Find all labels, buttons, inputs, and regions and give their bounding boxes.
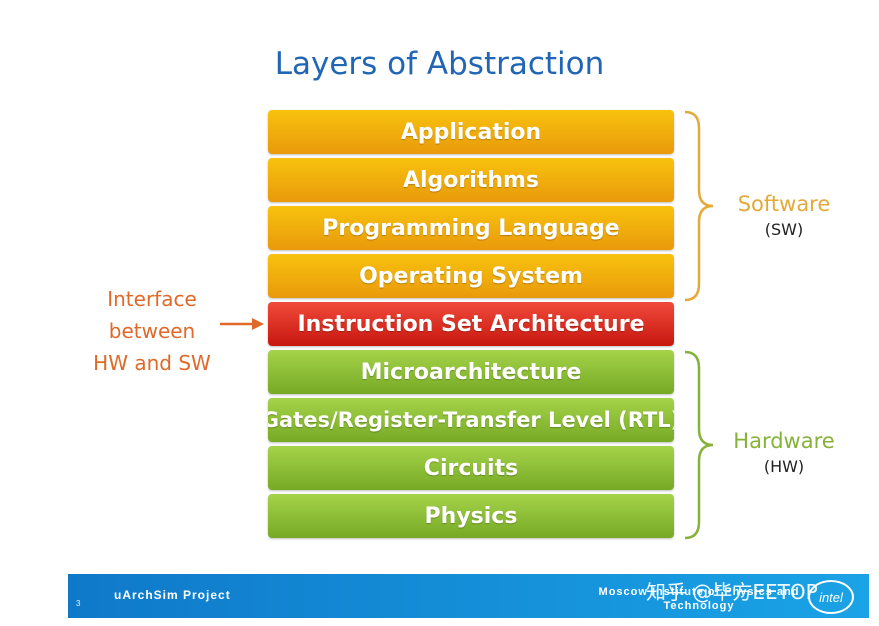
interface-note: Interface between HW and SW	[72, 283, 232, 379]
layer-instruction-set-architecture: Instruction Set Architecture	[268, 302, 674, 346]
footer-page-number: 3	[76, 599, 81, 608]
hardware-abbr: (HW)	[763, 457, 805, 476]
layer-operating-system: Operating System	[268, 254, 674, 298]
intel-logo-icon: intel	[808, 580, 854, 614]
layer-programming-language: Programming Language	[268, 206, 674, 250]
layer-algorithms: Algorithms	[268, 158, 674, 202]
footer-institute: Moscow Institute of Physics and Technolo…	[598, 586, 800, 612]
footer-bar: 3 uArchSim Project Moscow Institute of P…	[68, 574, 869, 618]
software-label: Software	[737, 192, 831, 216]
hardware-brace	[684, 350, 714, 540]
interface-note-line-1: Interface	[107, 287, 197, 311]
layer-physics: Physics	[268, 494, 674, 538]
software-label-group: Software (SW)	[728, 192, 840, 239]
diagram-title: Layers of Abstraction	[274, 46, 605, 82]
interface-note-line-3: HW and SW	[93, 351, 211, 375]
layer-application: Application	[268, 110, 674, 154]
layer-gates-rtl: Gates/Register-Transfer Level (RTL)	[268, 398, 674, 442]
interface-note-line-2: between	[108, 319, 196, 343]
hardware-label: Hardware	[733, 429, 835, 453]
layer-circuits: Circuits	[268, 446, 674, 490]
software-brace	[684, 110, 714, 302]
hardware-label-group: Hardware (HW)	[728, 429, 840, 476]
software-abbr: (SW)	[764, 220, 804, 239]
layer-microarchitecture: Microarchitecture	[268, 350, 674, 394]
interface-arrow-icon	[220, 318, 264, 330]
footer-project: uArchSim Project	[114, 588, 231, 602]
footer-watermark: 知乎 @毕方EETOP	[646, 580, 818, 604]
